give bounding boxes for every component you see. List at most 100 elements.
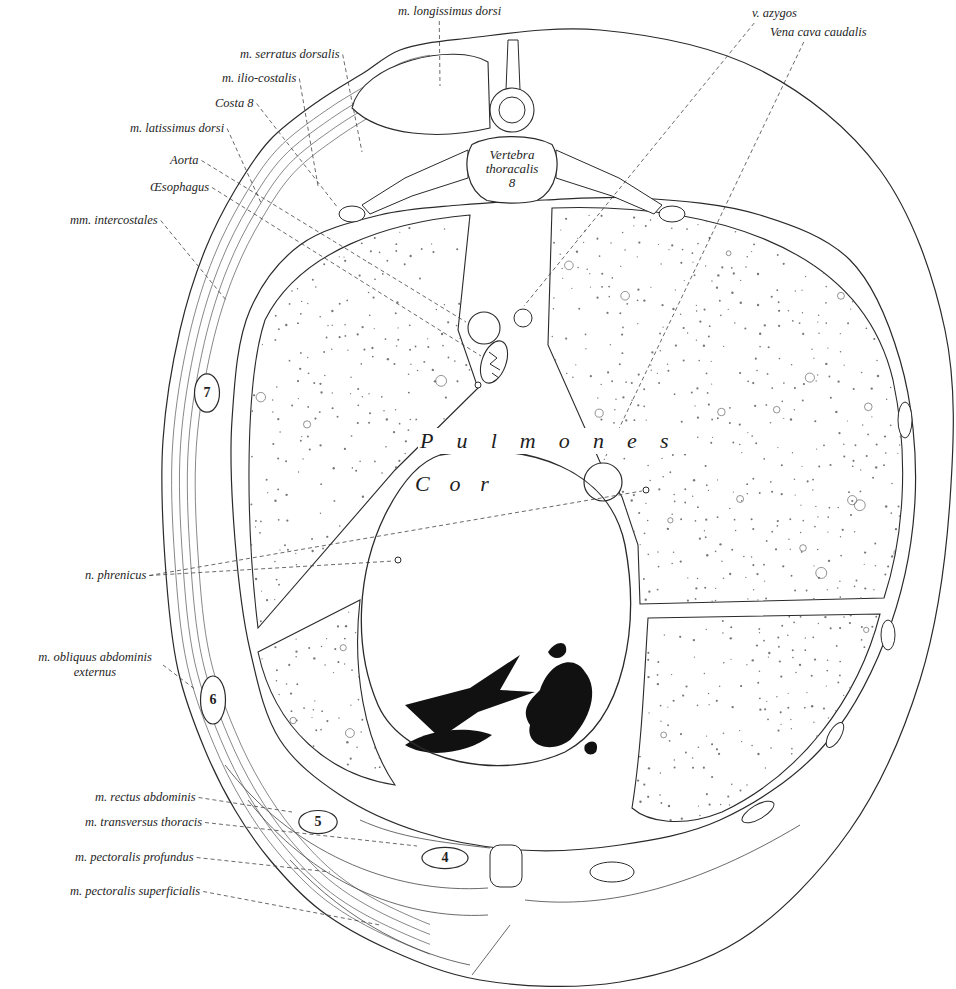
stipple-dot (647, 659, 649, 661)
stipple-dot (625, 381, 627, 383)
stipple-dot (446, 646, 448, 648)
part-label: Cor (415, 472, 509, 496)
stipple-dot (300, 313, 302, 315)
stipple-dot (320, 483, 322, 485)
stipple-dot (912, 428, 914, 430)
stipple-dot (706, 484, 708, 486)
stipple-dot (769, 827, 771, 829)
stipple-dot (412, 721, 413, 722)
stipple-dot (560, 253, 561, 254)
stipple-dot (265, 288, 267, 290)
stipple-dot (716, 748, 718, 750)
stipple-dot (576, 250, 578, 252)
stipple-dot (631, 382, 633, 384)
stipple-dot (479, 469, 481, 471)
stipple-dot (614, 409, 616, 411)
stipple-dot (548, 801, 550, 803)
stipple-dot (502, 381, 503, 382)
stipple-dot (241, 358, 243, 360)
stipple-dot (840, 555, 842, 557)
stipple-dot (827, 347, 828, 348)
stipple-dot (407, 429, 409, 431)
stipple-dot (903, 212, 905, 214)
stipple-dot (379, 490, 381, 492)
stipple-dot (555, 634, 556, 635)
stipple-dot (236, 625, 238, 627)
stipple-dot (298, 471, 299, 472)
rib-section (339, 206, 365, 222)
stipple-dot (337, 416, 339, 418)
stipple-dot (395, 553, 396, 554)
stipple-dot (638, 708, 640, 710)
stipple-dot (733, 272, 735, 274)
stipple-dot (289, 792, 290, 793)
leader-line (524, 23, 754, 306)
stipple-dot (864, 564, 865, 565)
stipple-dot (573, 758, 575, 760)
stipple-dot (427, 338, 428, 339)
stipple-dot (254, 686, 256, 688)
stipple-dot (561, 489, 562, 490)
stipple-dot (518, 488, 520, 490)
stipple-dot (807, 783, 809, 785)
stipple-dot (346, 300, 348, 302)
stipple-dot (344, 448, 346, 450)
stipple-dot (274, 339, 276, 341)
stipple-dot (332, 407, 334, 409)
stipple-dot (709, 325, 711, 327)
stipple-dot (410, 613, 412, 615)
stipple-dot (274, 561, 276, 563)
stipple-dot (657, 373, 658, 374)
stipple-dot (659, 794, 661, 796)
stipple-dot (307, 303, 308, 304)
stipple-dot (816, 735, 818, 737)
stipple-dot (542, 518, 544, 520)
stipple-dot (717, 516, 719, 518)
stipple-dot (286, 683, 288, 685)
stipple-dot (684, 280, 685, 281)
stipple-dot (741, 825, 743, 827)
stipple-dot (536, 320, 538, 322)
stipple-dot (278, 764, 280, 766)
stipple-dot (862, 236, 864, 238)
stipple-dot (408, 670, 410, 672)
stipple-dot (607, 567, 609, 569)
stipple-dot (336, 604, 338, 606)
stipple-dot (250, 544, 252, 546)
part-label: Vena cava caudalis (770, 25, 867, 40)
stipple-dot (684, 206, 686, 208)
stipple-dot (553, 782, 554, 783)
stipple-dot (874, 675, 876, 677)
stipple-dot (687, 600, 689, 602)
leader-line (149, 561, 394, 576)
stipple-dot (598, 700, 600, 702)
stipple-dot (349, 572, 351, 574)
stipple-dot (671, 244, 673, 246)
stipple-dot (746, 483, 748, 485)
stipple-dot (660, 350, 662, 352)
stipple-dot (513, 676, 515, 678)
stipple-dot (904, 697, 905, 698)
stipple-dot (487, 656, 489, 658)
stipple-dot (792, 320, 794, 322)
stipple-dot (302, 261, 304, 263)
stipple-dot (791, 753, 793, 755)
stipple-dot (295, 638, 296, 639)
bronchus-section (290, 717, 296, 723)
stipple-dot (854, 531, 855, 532)
stipple-dot (311, 538, 313, 540)
stipple-dot (671, 227, 673, 229)
part-label: m. transversus thoracis (85, 815, 202, 830)
stipple-dot (739, 444, 741, 446)
stipple-dot (898, 717, 900, 719)
stipple-dot (251, 551, 252, 552)
stipple-dot (500, 544, 501, 545)
stipple-dot (720, 804, 722, 806)
stipple-dot (601, 625, 603, 627)
stipple-dot (343, 256, 344, 257)
stipple-dot (782, 565, 784, 567)
stipple-dot (662, 476, 664, 478)
stipple-dot (638, 373, 640, 375)
stipple-dot (279, 549, 280, 550)
stipple-dot (418, 832, 420, 834)
